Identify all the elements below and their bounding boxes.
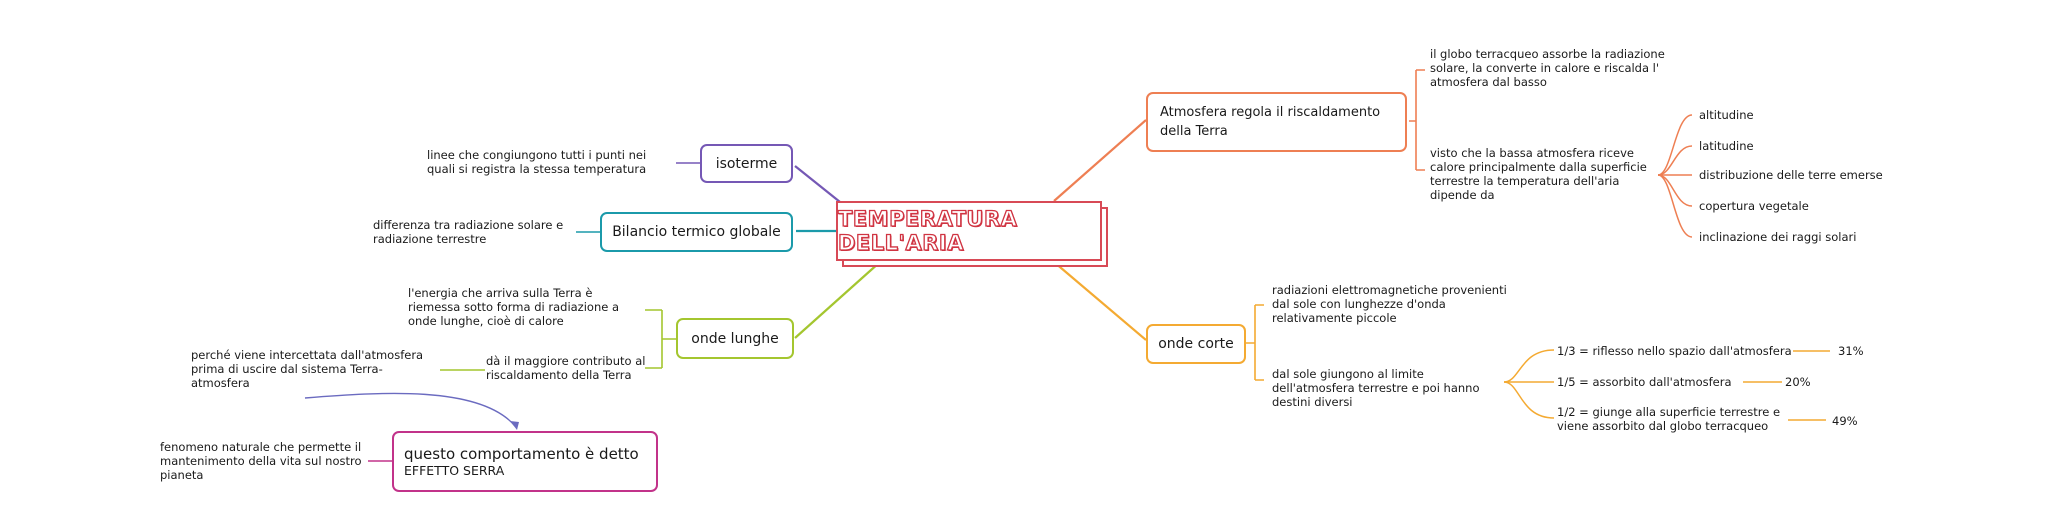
factor-inclinazione: inclinazione dei raggi solari — [1699, 230, 1857, 244]
destino-superficie-pct: 49% — [1832, 414, 1858, 428]
destino-assorbito-atmosfera: 1/5 = assorbito dall'atmosfera — [1557, 375, 1732, 389]
bilancio-termico-note: differenza tra radiazione solare e radia… — [373, 218, 564, 246]
effetto-serra-line2: EFFETTO SERRA — [404, 463, 505, 478]
atmosfera-note-globo: il globo terracqueo assorbe la radiazion… — [1430, 47, 1665, 89]
factor-copertura: copertura vegetale — [1699, 199, 1809, 213]
effetto-serra-line1: questo comportamento è detto — [404, 445, 639, 463]
onde-corte-note-destini: dal sole giungono al limite dell'atmosfe… — [1272, 367, 1480, 409]
onde-lunghe-label: onde lunghe — [691, 330, 779, 347]
onde-lunghe-note-energia: l'energia che arriva sulla Terra è rieme… — [408, 286, 620, 328]
onde-corte-label: onde corte — [1158, 336, 1234, 352]
isoterme-note: linee che congiungono tutti i punti nei … — [427, 148, 647, 176]
central-topic-node[interactable]: TEMPERATURA DELL'ARIA — [836, 201, 1108, 267]
destino-riflesso: 1/3 = riflesso nello spazio dall'atmosfe… — [1557, 344, 1792, 358]
onde-corte-note-radiazioni: radiazioni elettromagnetiche provenienti… — [1272, 283, 1507, 325]
bilancio-termico-label: Bilancio termico globale — [612, 224, 781, 240]
atmosfera-label: Atmosfera regola il riscaldamento della … — [1160, 105, 1381, 139]
atmosfera-note-bassa-atmosfera: visto che la bassa atmosfera riceve calo… — [1430, 146, 1647, 202]
atmosfera-node[interactable]: Atmosfera regola il riscaldamento della … — [1146, 92, 1407, 152]
factor-distribuzione: distribuzione delle terre emerse — [1699, 168, 1883, 182]
destino-riflesso-pct: 31% — [1838, 344, 1864, 358]
destino-assorbito-atmosfera-pct: 20% — [1785, 375, 1811, 389]
bilancio-termico-node[interactable]: Bilancio termico globale — [600, 212, 793, 252]
central-topic-box: TEMPERATURA DELL'ARIA — [836, 201, 1102, 261]
isoterme-label: isoterme — [715, 155, 778, 172]
onde-lunghe-node[interactable]: onde lunghe — [676, 318, 794, 359]
onde-lunghe-note-intercettata: perché viene intercettata dall'atmosfera… — [191, 348, 424, 390]
central-topic-title: TEMPERATURA DELL'ARIA — [837, 206, 1018, 255]
isoterme-node[interactable]: isoterme — [700, 144, 793, 183]
effetto-serra-note: fenomeno naturale che permette il manten… — [160, 440, 362, 482]
effetto-serra-node[interactable]: questo comportamento è detto EFFETTO SER… — [392, 431, 658, 492]
onde-lunghe-note-contributo: dà il maggiore contributo al riscaldamen… — [486, 354, 646, 382]
onde-corte-node[interactable]: onde corte — [1146, 324, 1246, 364]
factor-latitudine: latitudine — [1699, 139, 1754, 153]
destino-superficie: 1/2 = giunge alla superficie terrestre e… — [1557, 405, 1781, 433]
factor-altitudine: altitudine — [1699, 108, 1754, 122]
